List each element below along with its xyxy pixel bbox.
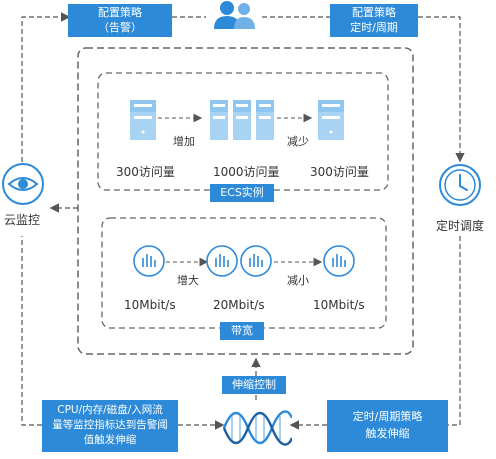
alarm-trigger-box: CPU/内存/磁盘/入网流 量等监控指标达到告警阈 值触发伸缩 [42,400,178,452]
schedule-trigger-line2: 触发伸缩 [365,427,410,440]
ecs-middle-value: 1000访问量 [213,165,280,179]
users-icon [214,1,255,29]
bandwidth-icon-right [323,245,355,277]
schedule-trigger-line1: 定时/周期策略 [352,410,423,423]
schedule-policy-box: 配置策略 定时/周期 [330,4,418,37]
scaling-wave-icon [222,410,292,446]
cloud-monitor-label: 云监控 [4,213,41,227]
alarm-trigger-line3: 值触发伸缩 [83,434,137,446]
bandwidth-middle-value: 20Mbit/s [213,298,265,312]
schedule-policy-line2: 定时/周期 [350,21,398,34]
clock-icon [439,164,481,206]
ecs-decrease-label: 减少 [287,135,309,148]
ecs-title-badge: ECS实例 [210,184,274,202]
schedule-policy-line1: 配置策略 [352,6,396,19]
scaling-control-badge: 伸缩控制 [222,376,286,394]
server-icon-right [318,100,344,140]
alarm-trigger-line1: CPU/内存/磁盘/入网流 [57,404,163,416]
bandwidth-decrease-label: 减小 [287,274,309,287]
bandwidth-increase-label: 增大 [177,274,199,287]
bandwidth-left-value: 10Mbit/s [124,298,176,312]
bandwidth-right-value: 10Mbit/s [313,298,365,312]
ecs-right-value: 300访问量 [310,165,369,179]
server-icon-left [130,100,156,140]
schedule-trigger-box: 定时/周期策略 触发伸缩 [327,400,448,452]
alarm-trigger-line2: 量等监控指标达到告警阈 [52,419,168,431]
bandwidth-icon-middle [206,245,272,277]
ecs-increase-label: 增加 [173,135,195,148]
alarm-policy-line1: 配置策略 [98,6,142,19]
bandwidth-icon-left [133,245,165,277]
eye-icon [2,163,44,205]
ecs-left-value: 300访问量 [116,165,175,179]
bandwidth-title-badge: 带宽 [220,322,264,340]
server-icon-middle [210,100,274,140]
scheduled-label: 定时调度 [436,219,485,233]
alarm-policy-box: 配置策略 （告警） [68,4,172,37]
alarm-policy-line2: （告警） [98,21,142,34]
